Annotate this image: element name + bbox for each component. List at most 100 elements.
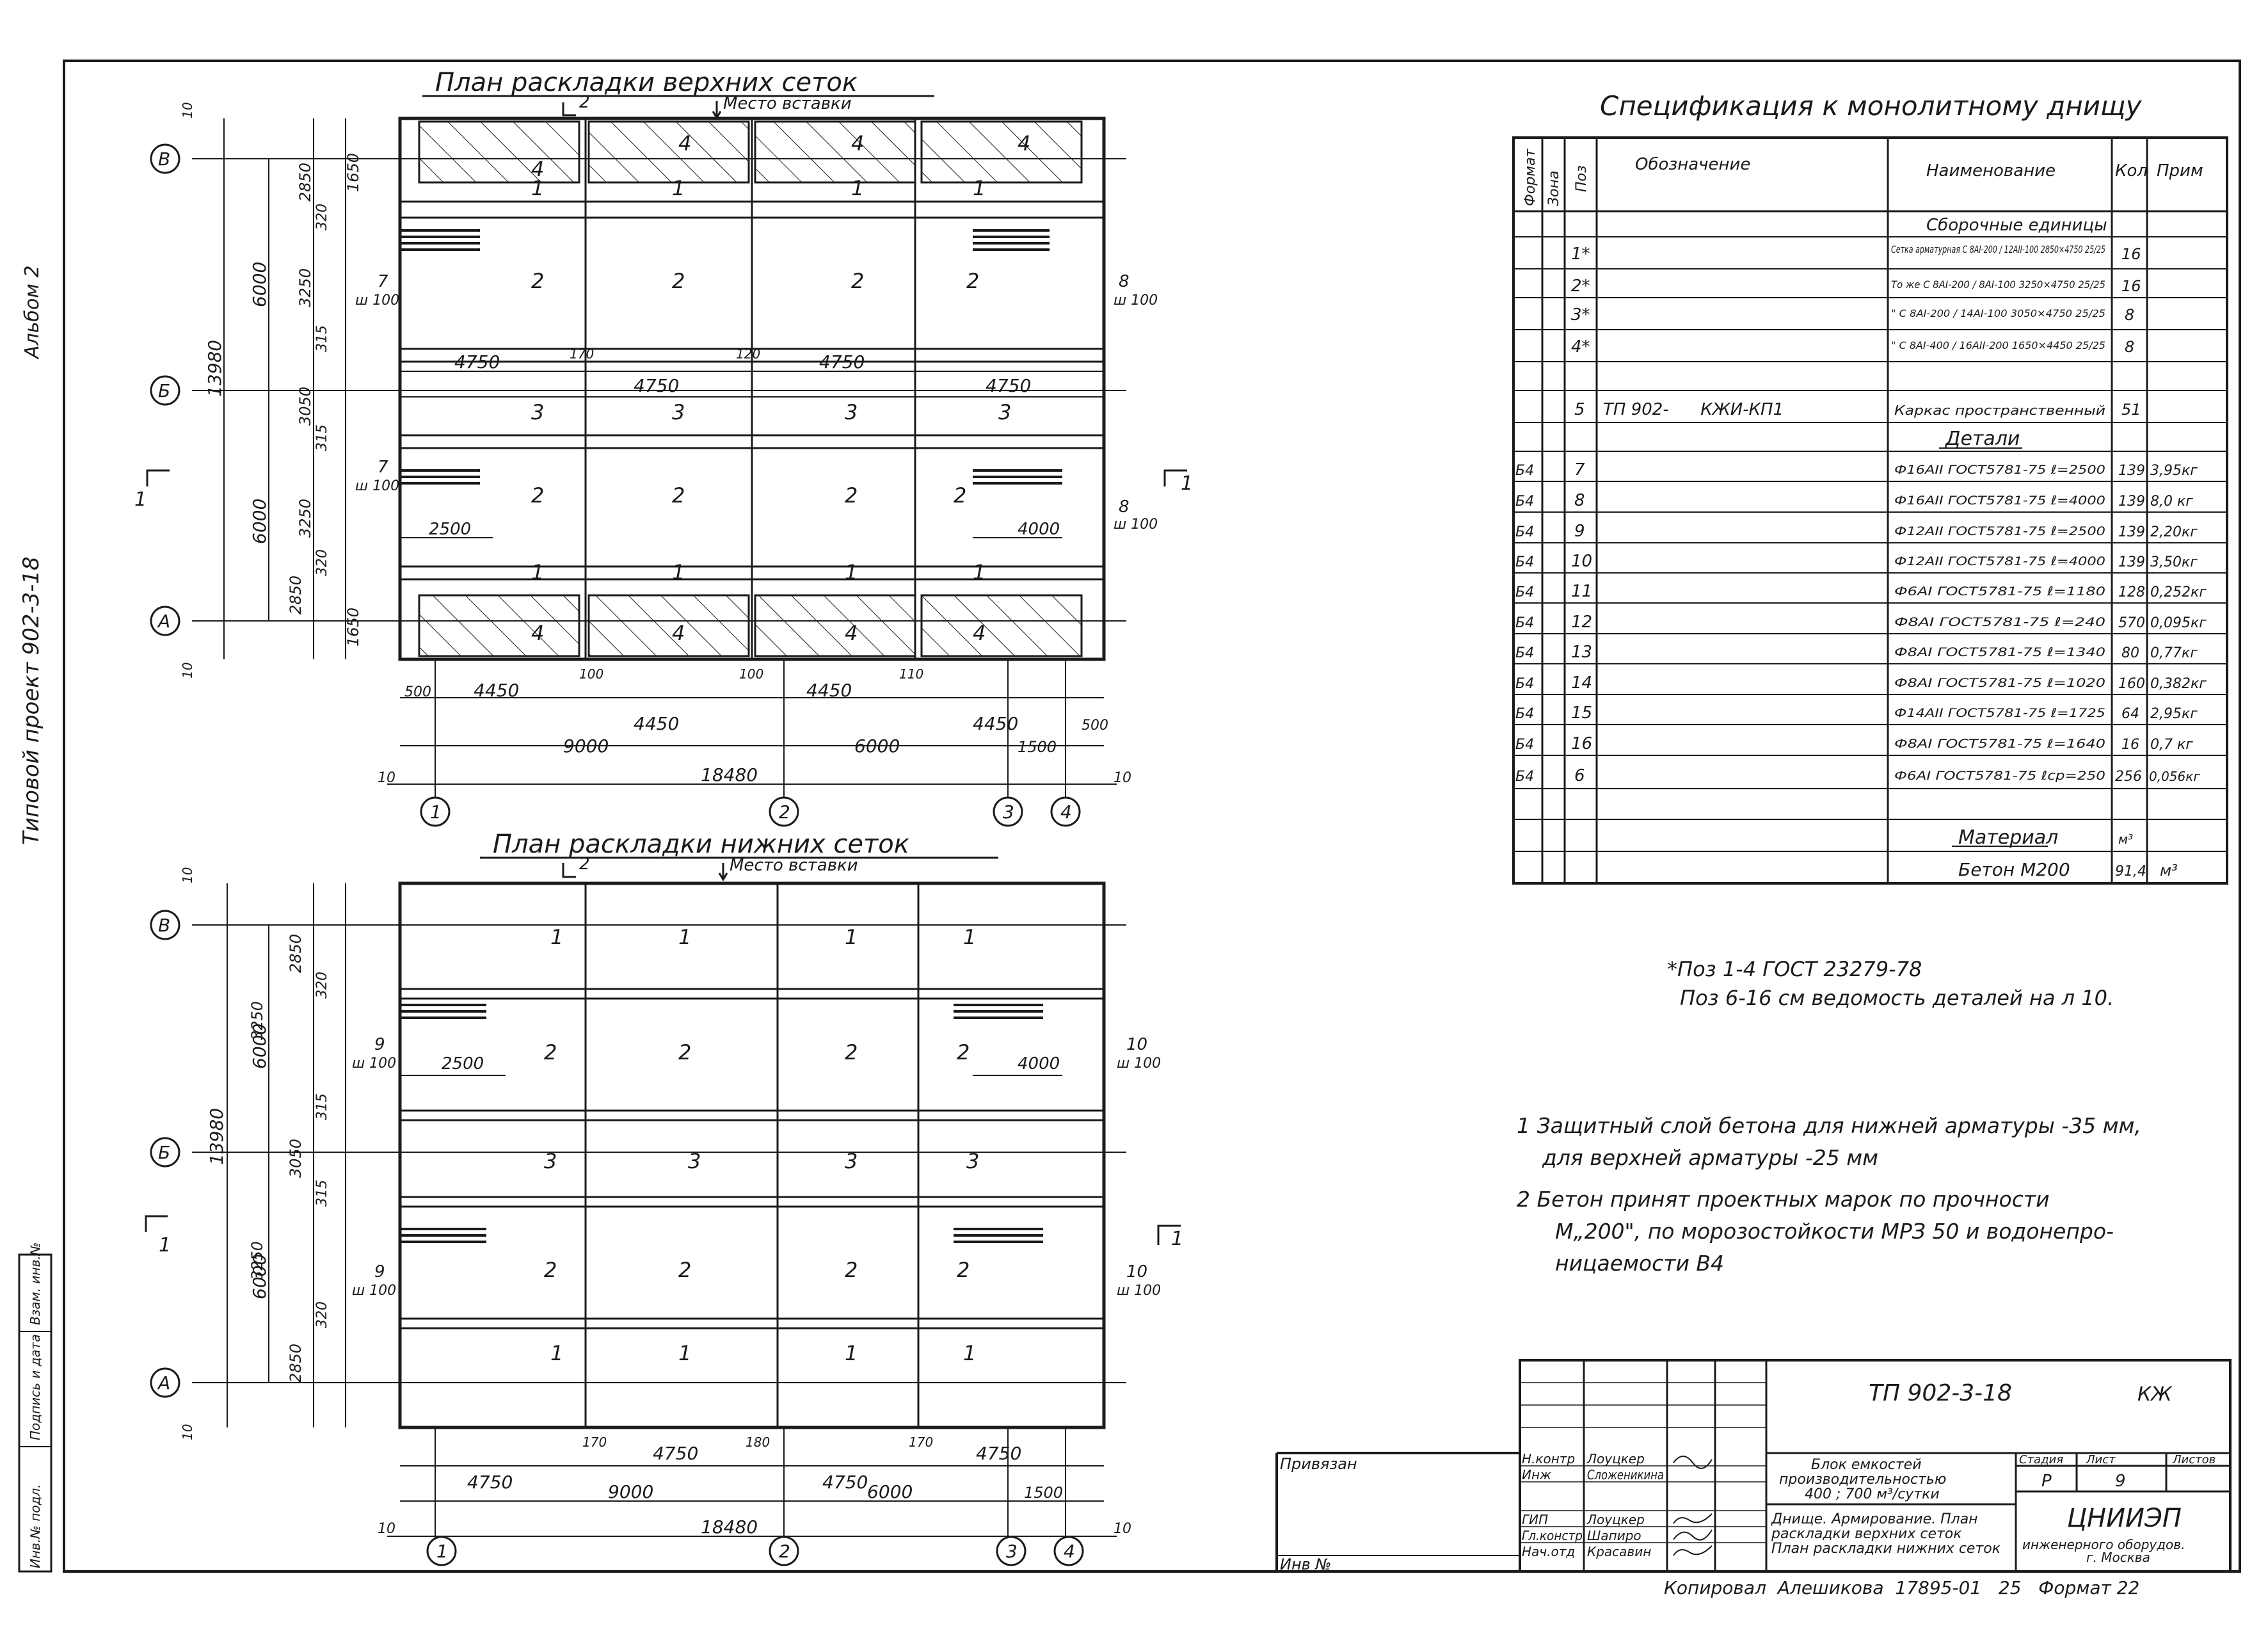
spec-material-qty: 91,4 <box>2115 864 2146 880</box>
spec-details-3-pos: 10 <box>1571 552 1592 571</box>
plan-upper-edge-dims-0: 10 <box>180 867 195 883</box>
plan-lower-bottom-dims-5: 170 <box>909 1434 933 1450</box>
plan-upper-mesh-marks-r5: 2 <box>957 1258 970 1282</box>
spec-details-7-pos: 14 <box>1571 673 1592 693</box>
plan-lower-left-dims-7: 320 <box>314 1301 330 1328</box>
copy-line: Копировал Алешикова 17895-01 25 Формат 2… <box>1664 1577 2139 1598</box>
plan-lower-left-dims-4: 3050 <box>287 1139 305 1178</box>
spec-details-7-name: Ф8АI ГОСТ5781-75 ℓ=1020 <box>1894 676 2105 690</box>
plan-lower-left-dims-1: 320 <box>314 972 330 999</box>
plan-upper-edge-dims-1: 10 <box>180 1424 195 1440</box>
plan-upper-axes-rows-0: В <box>158 915 170 936</box>
title-block-stage-hdr: Стадия <box>2019 1453 2063 1466</box>
plan-upper-axes-cols-0: 1 <box>436 1541 448 1562</box>
plan-upper-mesh-marks-r5: 2 <box>544 1258 557 1282</box>
spec-details-10-fmt: Б4 <box>1515 769 1534 785</box>
plan-upper-bottom-dims2-1: 6000 <box>854 735 900 757</box>
plan-upper-mesh-marks-r3: 2 <box>966 269 979 293</box>
upper-mesh-marks: 4 4 4 4 1 1 1 1 2 2 2 2 3 3 3 3 2 2 2 2 … <box>531 131 1030 645</box>
spec-details-3-name: Ф12АII ГОСТ5781-75 ℓ=4000 <box>1894 554 2105 568</box>
spec-details-4-name: Ф6АI ГОСТ5781-75 ℓ=1180 <box>1894 584 2105 599</box>
plan-lower-rebar-right-1-step: ш 100 <box>1117 1283 1161 1299</box>
plan-upper-axes-cols-1: 2 <box>779 801 790 823</box>
spec-details-5-note: 0,095кг <box>2150 615 2207 631</box>
spec-details-7-qty: 160 <box>2118 676 2145 692</box>
plan-upper-edge-dims-1: 10 <box>180 663 195 679</box>
plan-upper-row-dims-3: 4750 <box>819 351 865 373</box>
spec-details-6-note: 0,77кг <box>2150 645 2198 661</box>
plan-upper-mesh-marks-r7: 4 <box>973 621 986 645</box>
spec-rows-3-name: " С 8AI-400 / 16AII-200 1650×4450 25/25 <box>1891 339 2105 351</box>
plan-lower-rebar-right-0-step: ш 100 <box>1117 1056 1161 1072</box>
title-block-roles-0-name: Лоуцкер <box>1586 1451 1645 1466</box>
plan-upper-left-dims2-0: 6000 <box>249 262 270 307</box>
spec-details-2-name: Ф12АII ГОСТ5781-75 ℓ=2500 <box>1894 524 2105 538</box>
spec-details-0-qty: 139 <box>2118 463 2145 479</box>
plan-upper-mesh-marks-r2: 1 <box>531 176 544 200</box>
plan-upper-rebar-len-right: 4000 <box>1018 520 1060 539</box>
spec-section-materials: Материал <box>1958 826 2058 849</box>
spec-details-1-note: 8,0 кг <box>2150 494 2193 510</box>
plan-upper-row-dims-4: 4750 <box>634 375 679 396</box>
plan-upper-left-dims-10: 1650 <box>344 607 362 647</box>
spec-details-6-pos: 13 <box>1571 643 1592 662</box>
footnote-1: Поз 6-16 см ведомость деталей на л 10. <box>1680 986 2114 1010</box>
plan-lower-rebar-len-left: 2500 <box>442 1054 484 1073</box>
plan-upper-left-dims-9: 2850 <box>287 575 305 615</box>
plan-upper-axes-rows-2: А <box>157 1372 170 1394</box>
plan-upper-mesh-marks-r4: 3 <box>845 1149 858 1173</box>
plan-upper-left-dims-4: 315 <box>314 325 330 352</box>
plan-upper-bottom-dims-7: 4450 <box>973 713 1018 734</box>
spec-details-9-pos: 16 <box>1571 734 1592 753</box>
plan-upper-mesh-marks-r2: 1 <box>973 176 986 200</box>
plan-upper-bottom-dims-1: 4450 <box>474 680 519 701</box>
plan-lower: План раскладки нижних сеток Место вставк… <box>145 830 1183 1566</box>
side-stamp: Типовой проект 902-3-18 Альбом 2 Инв.№ п… <box>18 266 52 1573</box>
spec-details-8-fmt: Б4 <box>1515 706 1534 722</box>
plan-lower-left-dims-2: 3250 <box>248 1001 266 1040</box>
upper-axis-cols: 1 2 3 4 <box>420 796 1081 827</box>
spec-details-3-qty: 139 <box>2118 554 2145 570</box>
plan-upper-mesh-marks-r6: 1 <box>845 560 858 584</box>
plan-upper-bottom-dims2-2: 1500 <box>1018 738 1057 756</box>
plan-upper-axes-cols-0: 1 <box>430 801 442 823</box>
spec-rows-3-pos: 4* <box>1571 337 1590 357</box>
plan-upper-mesh-marks-r2: 1 <box>963 925 976 949</box>
plan-upper-axes-cols-2: 3 <box>1003 801 1014 823</box>
plan-upper-mesh-marks-r5: 2 <box>845 483 858 508</box>
plan-upper-cuts-1: 1 <box>1181 472 1193 495</box>
notes: *Поз 1-4 ГОСТ 23279-78 Поз 6-16 см ведом… <box>1517 957 2141 1276</box>
plan-upper-rebar-left-0-pos: 7 <box>378 272 388 291</box>
upper-insert-note: Место вставки <box>723 94 852 113</box>
plan-upper-mesh-marks-r4: 3 <box>688 1149 701 1173</box>
plan-upper-left-dims-8: 320 <box>314 549 330 576</box>
plan-upper-mesh-marks-r5: 2 <box>845 1258 858 1282</box>
plan-upper-cuts-1: 1 <box>1171 1228 1183 1250</box>
plan-upper-left-dims-2: 320 <box>314 204 330 230</box>
plan-upper-left-dims-6: 315 <box>314 424 330 451</box>
plan-upper-mesh-marks-r4: 3 <box>672 400 685 424</box>
title-block-roles-3-name: Шапиро <box>1587 1528 1641 1543</box>
spec-headers-1: Зона <box>1546 171 1562 206</box>
spec-details-0-fmt: Б4 <box>1515 463 1534 479</box>
spec-details-1-fmt: Б4 <box>1515 494 1534 510</box>
plan-lower-left-dims-8: 2850 <box>287 1344 305 1383</box>
plan-upper-bottom-dims2-0: 9000 <box>563 735 609 757</box>
plan-upper-edge-dims-1: 10 <box>1114 770 1131 786</box>
plan-upper-total-width: 18480 <box>701 764 758 785</box>
plan-upper-mesh-marks-r3: 2 <box>678 1040 691 1065</box>
plan-upper-mesh-marks-r7: 4 <box>531 621 544 645</box>
spec-headers-5: Кол <box>2115 161 2148 181</box>
plan-upper-mesh-marks-r7: 4 <box>845 621 858 645</box>
title-block-privyazan: Привязан <box>1280 1455 1357 1473</box>
plan-upper-left-dims2-1: 6000 <box>249 499 270 544</box>
spec-details-0-note: 3,95кг <box>2150 463 2198 479</box>
spec-details-6-fmt: Б4 <box>1515 645 1534 661</box>
plan-upper-rebar-left-0-step: ш 100 <box>355 293 399 309</box>
spec-details-1-name: Ф16АII ГОСТ5781-75 ℓ=4000 <box>1894 494 2105 508</box>
plan-upper-mesh-marks-r3: 2 <box>851 269 864 293</box>
plan-upper-mesh-marks-r4: 3 <box>544 1149 557 1173</box>
title-block-sheet-lines-1: раскладки верхних сеток <box>1771 1526 1962 1542</box>
plan-upper-mesh-marks-r3: 2 <box>957 1040 970 1065</box>
